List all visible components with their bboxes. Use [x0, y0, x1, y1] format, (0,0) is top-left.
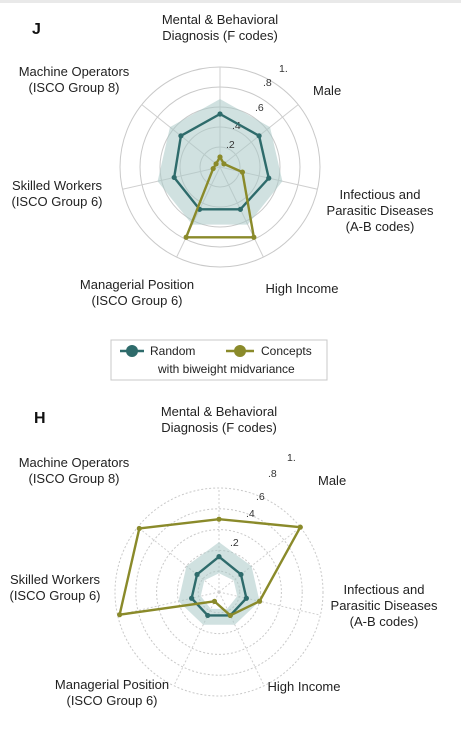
data-point-concepts — [221, 161, 227, 167]
series-line-random — [172, 112, 270, 211]
data-point-random — [217, 111, 223, 117]
data-point-random — [243, 595, 249, 601]
axis-label: Managerial Position(ISCO Group 6) — [80, 277, 194, 308]
axis-label: Skilled Workers(ISCO Group 6) — [9, 572, 100, 603]
axis-label: Machine Operators(ISCO Group 8) — [19, 64, 130, 95]
data-point-random — [171, 174, 177, 181]
tick-label: .6 — [256, 491, 265, 503]
data-point-concepts — [210, 165, 216, 172]
data-point-concepts — [239, 169, 246, 175]
grid-circle — [114, 487, 324, 697]
data-point-concepts — [216, 516, 222, 522]
axis-label: Managerial Position(ISCO Group 6) — [55, 677, 169, 708]
data-point-concepts — [227, 612, 233, 619]
data-point-concepts — [117, 612, 123, 618]
tick-label: 1. — [287, 452, 296, 464]
tick-label: .2 — [230, 537, 239, 549]
legend: Random Concepts with biweight midvarianc… — [110, 339, 328, 381]
legend-concepts-label: Concepts — [261, 344, 312, 358]
legend-random-label: Random — [150, 344, 195, 358]
data-point-random — [189, 595, 195, 601]
data-point-concepts — [211, 598, 218, 604]
panel-letter: J — [32, 21, 41, 38]
data-point-concepts — [256, 598, 263, 604]
tick-label: .4 — [232, 120, 241, 132]
legend-random-marker — [126, 345, 138, 357]
data-point-random — [205, 612, 211, 619]
axis-label: Machine Operators(ISCO Group 8) — [19, 455, 130, 486]
data-point-random — [178, 133, 184, 139]
data-point-concepts — [136, 525, 142, 532]
spoke-line — [218, 591, 265, 686]
axis-label: Skilled Workers(ISCO Group 6) — [11, 178, 102, 209]
axis-label: High Income — [266, 281, 339, 296]
legend-concepts-marker — [234, 345, 246, 357]
data-point-concepts — [251, 234, 257, 240]
series-line-random — [190, 555, 248, 617]
spoke-line — [218, 591, 321, 616]
data-point-random — [256, 133, 262, 139]
spoke-line — [218, 526, 301, 593]
data-point-random — [266, 175, 272, 181]
tick-label: .6 — [255, 102, 264, 114]
spoke-line — [137, 526, 220, 593]
spoke-line — [173, 591, 220, 686]
data-point-random — [238, 571, 244, 578]
data-point-concepts — [297, 524, 303, 530]
data-point-concepts — [183, 234, 189, 240]
series-line-concepts — [118, 518, 302, 617]
axis-label: Male — [318, 473, 346, 488]
legend-box — [110, 339, 328, 381]
legend-note: with biweight midvariance — [157, 362, 295, 376]
grid-circle — [156, 529, 282, 655]
tick-label: .4 — [246, 508, 255, 520]
data-point-concepts — [213, 161, 219, 167]
tick-label: .2 — [226, 139, 235, 151]
data-point-concepts — [217, 154, 223, 160]
grid-circle — [176, 549, 262, 635]
top-bar — [0, 0, 461, 3]
tick-label: .8 — [268, 468, 277, 480]
spoke-line — [117, 591, 220, 616]
data-point-random — [216, 554, 222, 560]
axis-label: Male — [313, 83, 341, 98]
axis-label: High Income — [268, 679, 341, 694]
data-point-random — [237, 206, 243, 212]
panel-letter: H — [34, 410, 46, 427]
tick-label: .8 — [263, 77, 272, 89]
grid-circle — [135, 508, 303, 676]
data-point-random — [194, 571, 200, 578]
tick-label: 1. — [279, 63, 288, 75]
